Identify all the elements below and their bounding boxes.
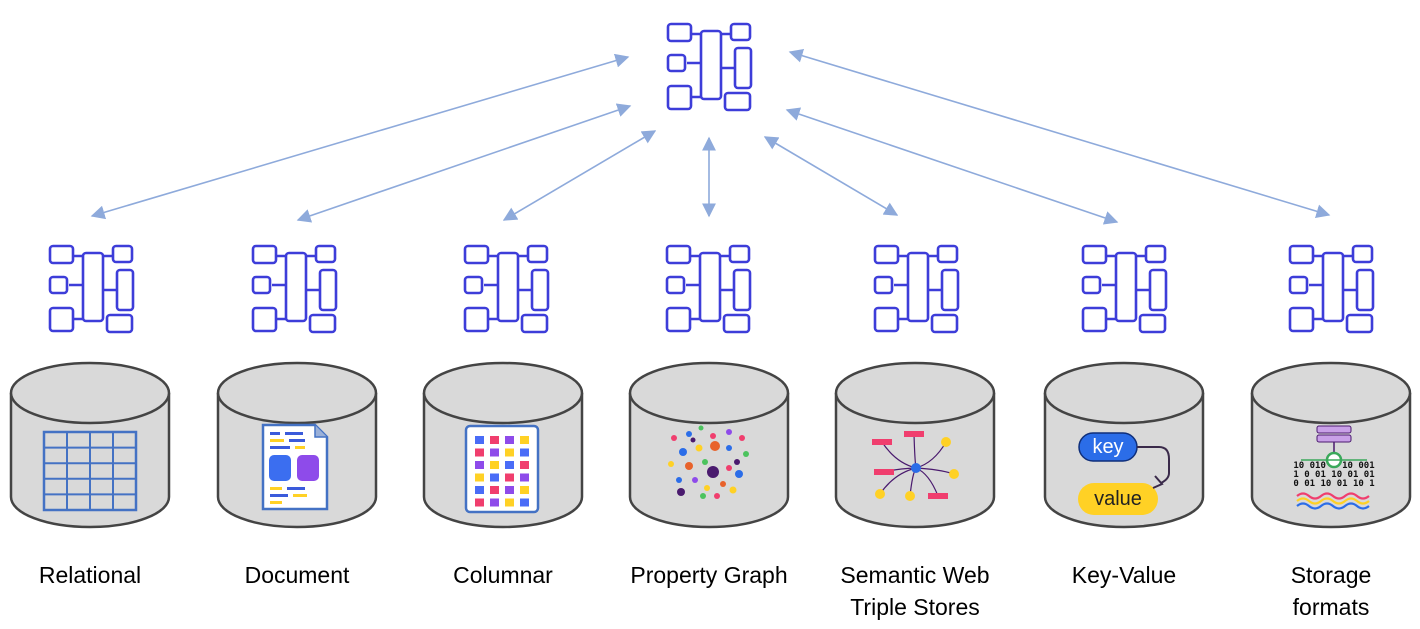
svg-text:1 0 01 10 01 01: 1 0 01 10 01 01 (1293, 470, 1374, 480)
connector-arrows (90, 48, 1331, 225)
store-label: Property Graph (630, 562, 787, 588)
store-label: Key-Value (1072, 562, 1176, 588)
arrow-columnar (502, 130, 657, 221)
hub-schema-model-icon (666, 22, 753, 112)
key-value-icon: key value (1078, 432, 1170, 515)
svg-text:0 01 10 01 10 1: 0 01 10 01 10 1 (1293, 479, 1374, 489)
database-cylinder-icon (1250, 361, 1412, 529)
dot-graph-icon (668, 425, 749, 499)
arrow-document (296, 103, 632, 223)
database-cylinder-icon (834, 361, 996, 529)
store-relational: Relational (9, 244, 171, 588)
arrow-key-value (785, 107, 1119, 225)
store-label: Columnar (453, 562, 553, 588)
store-columnar: Columnar (422, 244, 584, 588)
arrow-relational (90, 53, 630, 220)
columnar-grid-icon (464, 424, 540, 514)
arrow-semantic-web (763, 136, 899, 216)
store-schema-model-icon (463, 244, 550, 334)
store-schema-model-icon (873, 244, 960, 334)
store-schema-model-icon (251, 244, 338, 334)
value-text: value (1094, 488, 1142, 510)
store-schema-model-icon (48, 244, 135, 334)
store-document: Document (216, 244, 378, 588)
table-grid-icon (42, 430, 138, 512)
triple-network-icon (872, 431, 959, 501)
store-schema-model-icon (1288, 244, 1375, 334)
store-schema-model-icon (665, 244, 752, 334)
document-icon (261, 423, 329, 511)
arrow-storage-formats (788, 48, 1331, 219)
key-text: key (1092, 436, 1123, 458)
store-property-graph: Property Graph (628, 244, 790, 588)
store-label: Relational (39, 562, 141, 588)
store-label: Document (245, 562, 350, 588)
store-schema-model-icon (1081, 244, 1168, 334)
database-cylinder-icon (628, 361, 790, 529)
store-list: Relational Document Columnar Property Graph… (9, 244, 1412, 620)
